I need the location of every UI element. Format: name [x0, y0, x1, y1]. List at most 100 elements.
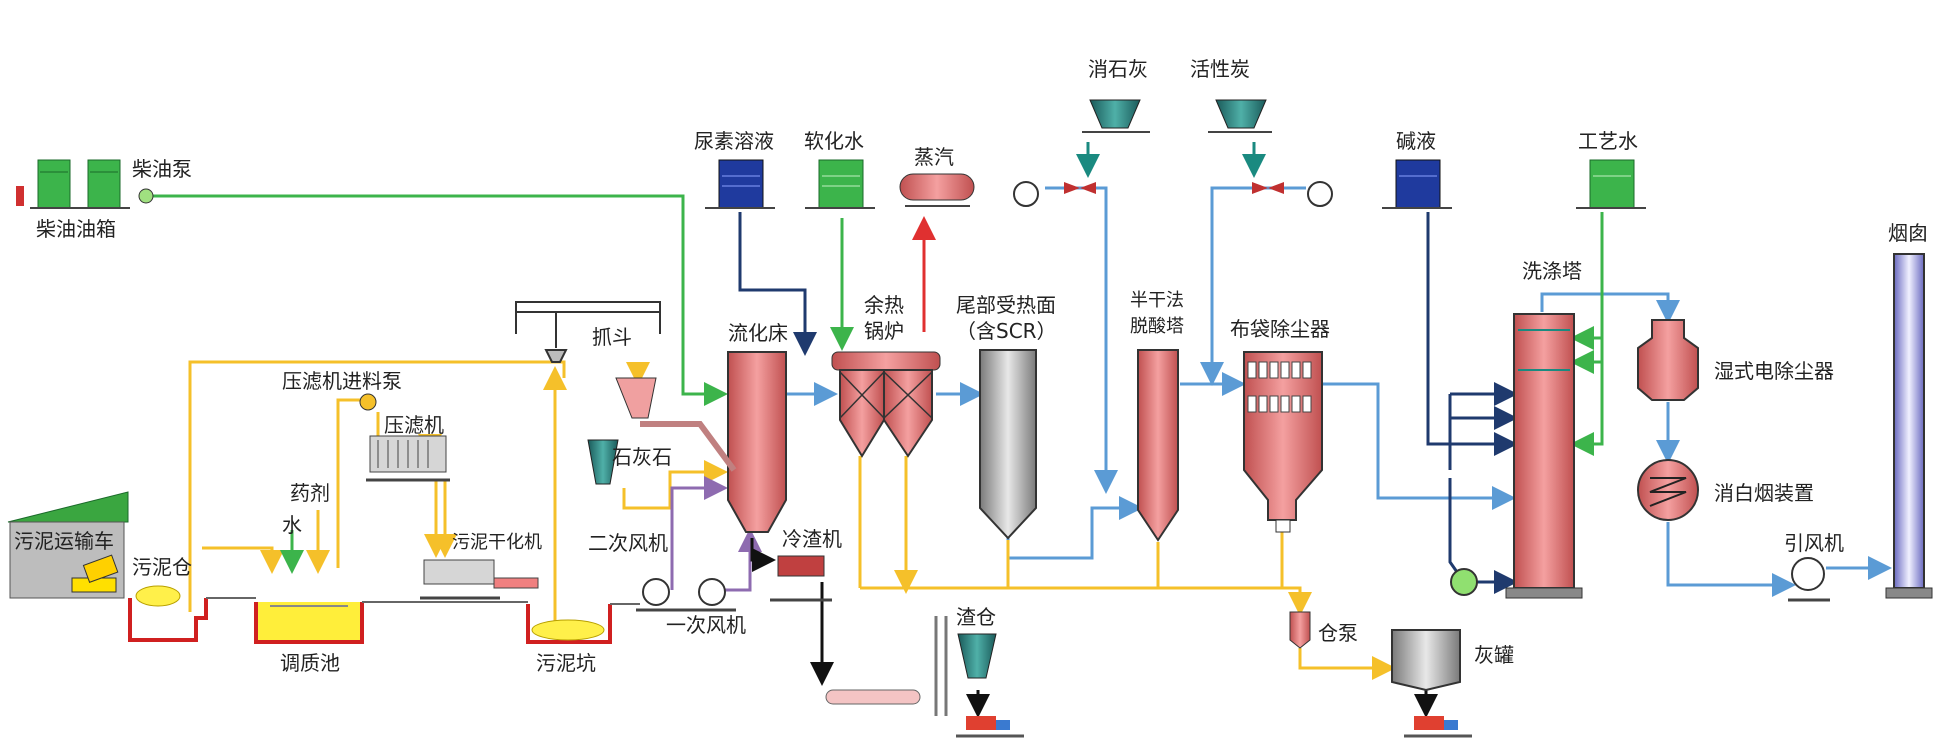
primary-air-line [720, 528, 762, 592]
labels: 柴油油箱 柴油泵 尿素溶液 软化水 蒸汽 消石灰 活性炭 碱液 工艺水 烟囱 洗… [14, 57, 1928, 675]
grab-crane [515, 301, 661, 363]
sludge-to-tank [202, 546, 284, 574]
sludge-truck-shed [7, 491, 129, 599]
soft-water-tank [805, 159, 875, 209]
gas-scrubber-wesp [1540, 292, 1680, 324]
tank-to-filterpump [336, 398, 352, 568]
grab-hopper [615, 377, 657, 419]
label-boiler-2: 锅炉 [864, 319, 904, 343]
label-sludge-pit: 污泥坑 [536, 651, 596, 675]
label-semidry-1: 半干法 [1130, 290, 1184, 311]
limestone-line [622, 460, 728, 510]
slag-cooler [770, 555, 832, 602]
sludge-pit [526, 604, 612, 644]
primary-fan [698, 578, 726, 606]
carbon-hopper [1215, 99, 1267, 129]
secondary-air-line [670, 476, 728, 590]
label-activated-carbon: 活性炭 [1190, 57, 1250, 81]
label-primary-fan: 一次风机 [666, 613, 746, 637]
fluid-bed-vessel [727, 351, 787, 533]
diesel-line [150, 194, 728, 406]
sludge-dryer [420, 559, 539, 600]
label-diesel-pump: 柴油泵 [132, 157, 192, 181]
label-diesel-tank: 柴油油箱 [36, 217, 116, 241]
label-limestone: 石灰石 [612, 445, 672, 469]
label-slag-bin: 渣仓 [956, 605, 996, 629]
sludge-pit-pile [531, 619, 605, 641]
label-fluid-bed: 流化床 [728, 321, 788, 345]
label-secondary-fan: 二次风机 [588, 531, 668, 555]
lime-hopper [1089, 99, 1141, 129]
process-water-line [1570, 212, 1604, 456]
bed-to-cooler [750, 538, 776, 572]
semi-dry-tower [1137, 349, 1179, 542]
label-filter-press: 压滤机 [384, 413, 444, 437]
filter-feed-pump [359, 393, 377, 411]
sludge-bin-pit [128, 598, 208, 642]
label-sludge-truck: 污泥运输车 [14, 529, 114, 553]
carbon-blower [1307, 181, 1333, 207]
label-soft-water: 软化水 [804, 129, 864, 153]
label-id-fan: 引风机 [1784, 531, 1844, 555]
alkali-recirc [1448, 394, 1512, 582]
waste-heat-boiler [831, 351, 941, 458]
alkali-line [1426, 212, 1518, 456]
feed-chute [640, 421, 737, 472]
label-tail-1: 尾部受热面 [956, 293, 1056, 317]
scrubber-pump [1450, 568, 1478, 596]
label-chemical: 药剂 [290, 481, 330, 505]
gas-plume-fan [1666, 522, 1796, 597]
label-conditioning-tank: 调质池 [280, 651, 340, 675]
diesel-tanks [16, 159, 130, 209]
label-grab: 抓斗 [592, 325, 632, 349]
label-steam: 蒸汽 [914, 145, 954, 169]
slag-truck [956, 716, 1024, 738]
label-plume-device: 消白烟装置 [1714, 481, 1814, 505]
ash-truck [1404, 716, 1472, 738]
ash-collector [860, 586, 1312, 616]
label-tail-2: （含SCR） [956, 319, 1057, 343]
slag-bin [957, 633, 997, 679]
bag-filter [1243, 351, 1323, 533]
label-sludge-dryer: 污泥干化机 [452, 532, 542, 553]
chimney [1885, 253, 1933, 599]
wet-esp [1637, 319, 1699, 401]
sludge-pile [135, 585, 181, 607]
label-bag-filter: 布袋除尘器 [1230, 317, 1330, 341]
id-fan [1788, 557, 1830, 602]
label-water: 水 [282, 513, 302, 537]
steam-drum [899, 173, 975, 207]
label-filter-pump: 压滤机进料泵 [282, 369, 402, 393]
label-scrubber: 洗涤塔 [1522, 259, 1582, 283]
plume-device [1637, 459, 1699, 521]
alkali-tank [1382, 159, 1452, 209]
bin-pump [1289, 611, 1311, 649]
label-slag-cooler: 冷渣机 [782, 527, 842, 551]
label-alkali: 碱液 [1396, 129, 1436, 153]
label-slaked-lime: 消石灰 [1088, 57, 1148, 81]
scrubber-tower [1505, 313, 1583, 599]
label-wet-esp: 湿式电除尘器 [1714, 359, 1834, 383]
conditioning-tank [254, 602, 364, 644]
ash-tank [1391, 629, 1461, 692]
pump-to-ashtank [1298, 648, 1396, 680]
urea-line [738, 212, 817, 356]
sludge-bin-to-pump [188, 360, 566, 612]
carbon-ejector [1252, 182, 1284, 194]
label-chimney: 烟囱 [1888, 221, 1928, 245]
label-sludge-bin: 污泥仓 [132, 555, 192, 579]
lime-ejector [1064, 182, 1096, 194]
lime-blower [1013, 181, 1039, 207]
diesel-pump [138, 188, 154, 204]
label-boiler-1: 余热 [864, 293, 904, 317]
filter-press [366, 435, 450, 482]
label-urea: 尿素溶液 [694, 129, 774, 153]
slag-conveyor [825, 689, 921, 705]
label-process-water: 工艺水 [1578, 129, 1638, 153]
gas-bag-scrubber [1322, 382, 1516, 510]
limestone-hopper [587, 439, 619, 485]
tail-heating-surface [979, 349, 1037, 540]
urea-tank [705, 159, 775, 209]
process-water-tank [1576, 159, 1646, 209]
